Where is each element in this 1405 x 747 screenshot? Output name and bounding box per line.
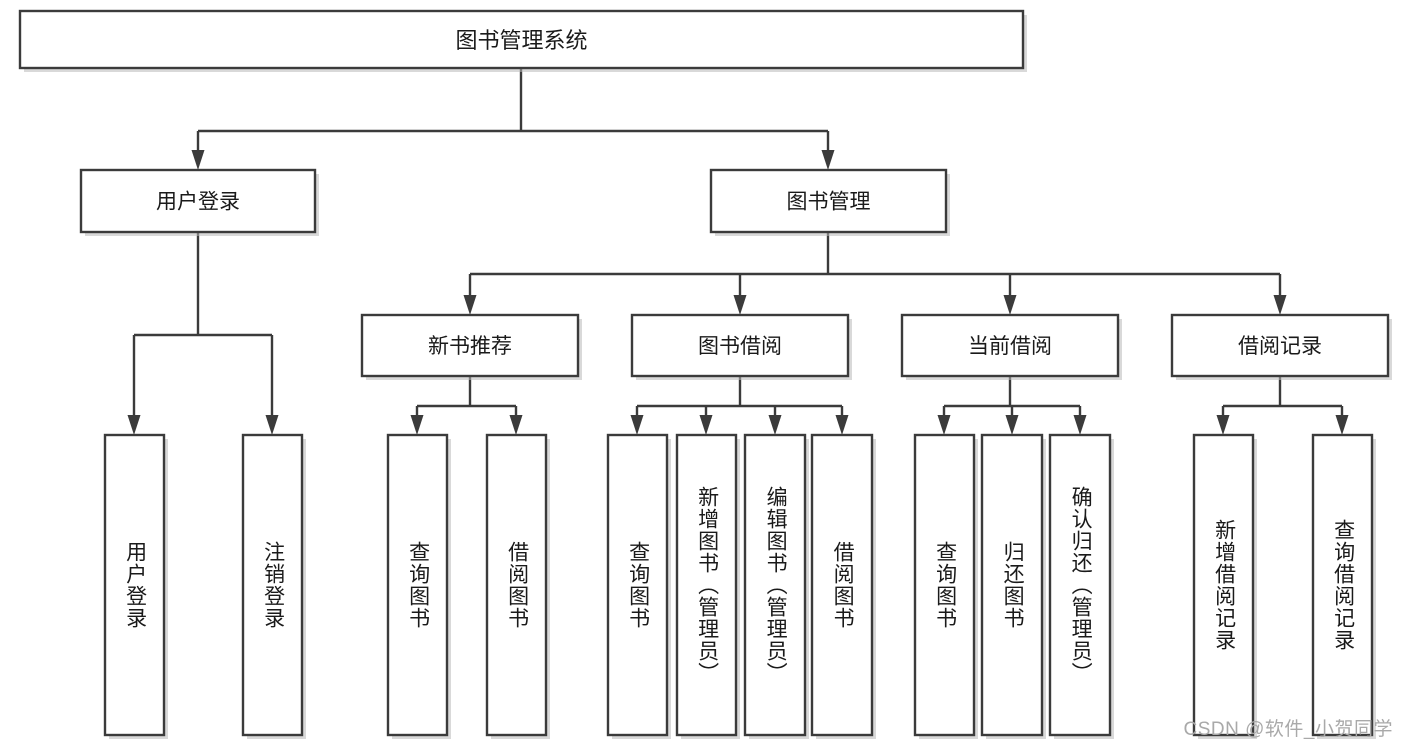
arrow-head-icon [835, 415, 849, 435]
arrow-head-icon [733, 295, 747, 315]
arrow-head-icon [410, 415, 424, 435]
node-book-borrow[interactable] [630, 313, 850, 378]
node-leaf-query-book-new[interactable] [386, 433, 449, 737]
node-borrow-records-label: 借阅记录 [1238, 335, 1322, 358]
connector-book-management-to-level3 [463, 232, 1287, 315]
arrow-head-icon [630, 415, 644, 435]
node-leaf-edit-book-admin[interactable] [743, 433, 807, 737]
arrow-head-icon [768, 415, 782, 435]
connector-layer [127, 68, 1349, 435]
arrow-head-icon [265, 415, 279, 435]
node-leaf-query-book-current[interactable] [913, 433, 976, 737]
connector-borrow-records-to-leaves [1216, 376, 1349, 435]
node-current-borrow[interactable] [900, 313, 1120, 378]
connector-current-borrow-to-leaves [937, 376, 1087, 435]
arrow-head-icon [1005, 415, 1019, 435]
node-leaf-confirm-return-admin[interactable] [1048, 433, 1112, 737]
node-leaf-borrow-book-new[interactable] [485, 433, 548, 737]
connector-new-book-to-leaves [410, 376, 523, 435]
arrow-head-icon [1003, 295, 1017, 315]
node-leaf-logout[interactable] [241, 433, 304, 737]
arrow-head-icon [1335, 415, 1349, 435]
arrow-head-icon [937, 415, 951, 435]
node-user-login-label: 用户登录 [156, 191, 240, 214]
arrow-head-icon [821, 150, 835, 170]
arrow-head-icon [1216, 415, 1230, 435]
node-book-management[interactable] [709, 168, 948, 234]
node-leaf-query-borrow-record[interactable] [1311, 433, 1374, 737]
node-root-system-label: 图书管理系统 [455, 28, 587, 53]
node-book-borrow-label: 图书借阅 [698, 335, 782, 358]
node-borrow-records[interactable] [1170, 313, 1390, 378]
connector-book-borrow-to-leaves [630, 376, 849, 435]
node-leaf-borrow-book[interactable] [810, 433, 874, 737]
node-leaf-query-book-borrow[interactable] [606, 433, 669, 737]
node-leaf-user-login[interactable] [103, 433, 166, 737]
connector-root-to-level2 [191, 68, 835, 170]
node-leaf-add-borrow-record[interactable] [1192, 433, 1255, 737]
arrow-head-icon [699, 415, 713, 435]
arrow-head-icon [1273, 295, 1287, 315]
arrow-head-icon [509, 415, 523, 435]
node-new-book-recommend-label: 新书推荐 [428, 335, 512, 358]
node-leaf-return-book[interactable] [980, 433, 1044, 737]
node-current-borrow-label: 当前借阅 [968, 335, 1052, 358]
arrow-head-icon [463, 295, 477, 315]
node-new-book-recommend[interactable] [360, 313, 580, 378]
node-box-layer [18, 9, 1392, 739]
node-user-login[interactable] [79, 168, 317, 234]
arrow-head-icon [127, 415, 141, 435]
arrow-head-icon [191, 150, 205, 170]
node-root-system[interactable] [18, 9, 1025, 70]
connector-user-login-to-leaves [127, 232, 279, 435]
arrow-head-icon [1073, 415, 1087, 435]
node-leaf-add-book-admin[interactable] [675, 433, 738, 737]
node-book-management-label: 图书管理 [787, 191, 871, 214]
